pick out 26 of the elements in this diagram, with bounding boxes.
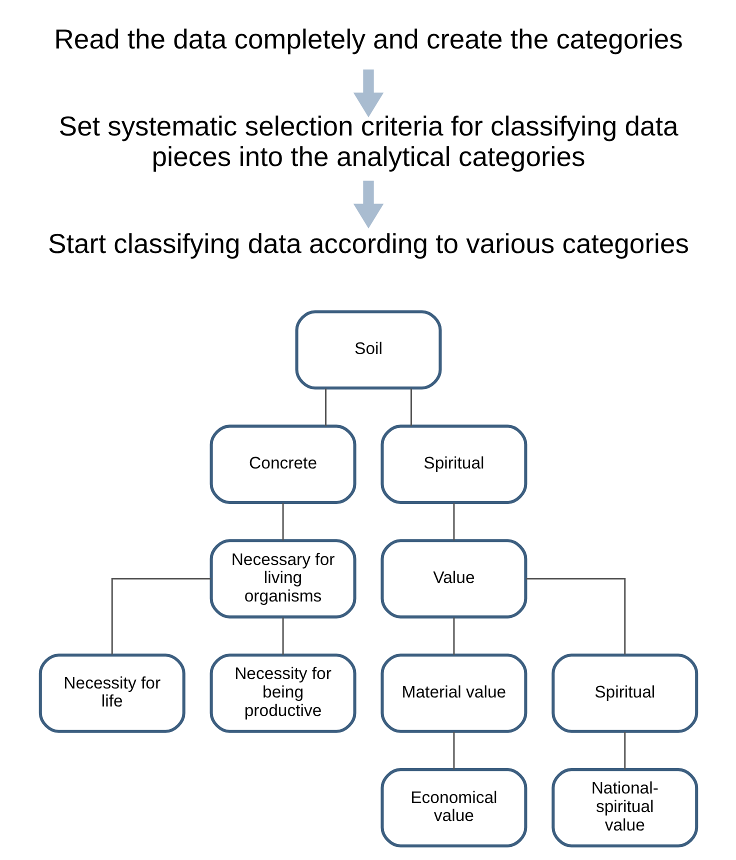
node-box: Necessity for life — [38, 654, 185, 733]
node-box: Economical value — [380, 768, 527, 848]
node-box: Necessary for living organisms — [209, 539, 356, 618]
connector — [110, 578, 211, 654]
connector — [452, 618, 454, 655]
connector — [324, 388, 326, 426]
node-box: Necessity for being productive — [209, 654, 356, 733]
connector — [624, 732, 626, 770]
arrow — [352, 180, 384, 228]
connector — [525, 578, 626, 654]
connector — [452, 503, 454, 540]
node-text: Set systematic selection criteria for classifying data pieces into the analytical categories — [58, 110, 678, 172]
connector — [282, 618, 284, 655]
connector — [410, 388, 412, 426]
node-box: Concrete — [209, 424, 356, 504]
connector — [282, 503, 284, 540]
node-box: National-spiritual value — [551, 768, 698, 848]
node-box: Material value — [380, 654, 527, 733]
node-box: Spiritual — [551, 654, 698, 733]
node-box: Spiritual — [380, 424, 527, 504]
node-box: Value — [380, 539, 527, 618]
connector — [452, 732, 454, 770]
arrow — [352, 70, 384, 118]
node-text: Read the data completely and create the categories — [54, 23, 682, 54]
node-text: Start classifying data according to various categories — [48, 228, 688, 259]
node-box: Soil — [294, 310, 442, 390]
